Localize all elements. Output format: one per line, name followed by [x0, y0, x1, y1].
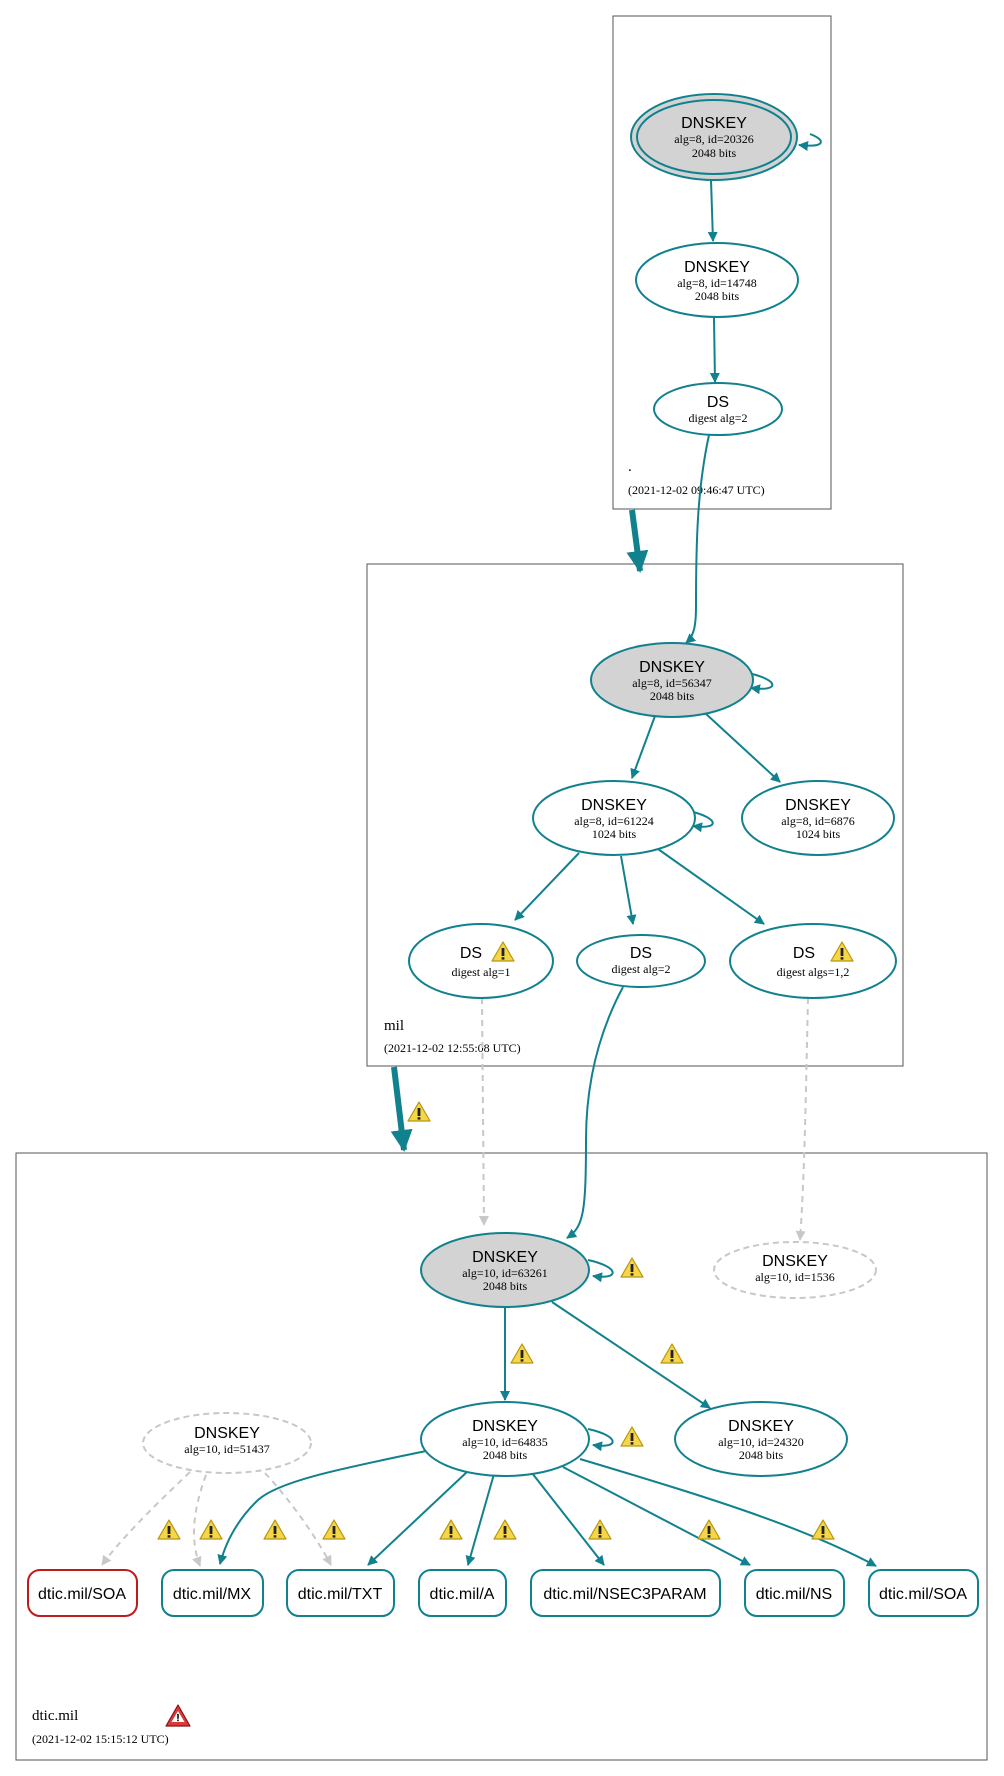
node-dtic-k1536[interactable]: DNSKEY alg=10, id=1536	[713, 1241, 877, 1299]
zone-root-name: .	[628, 459, 632, 475]
record-mx-label: dtic.mil/MX	[173, 1586, 252, 1603]
edge-zsk-mx	[217, 1450, 427, 1565]
node-root-ds-line1: digest alg=2	[688, 411, 747, 425]
edge-dtic-ksk-self	[587, 1259, 614, 1283]
node-root-ksk[interactable]: DNSKEY alg=8, id=20326 2048 bits	[630, 93, 798, 181]
node-dtic-ksk-line2: 2048 bits	[483, 1279, 528, 1293]
node-dtic-k1536-title: DNSKEY	[762, 1253, 828, 1270]
edge-mil-zsk1-self	[688, 810, 714, 833]
node-root-ds[interactable]: DS digest alg=2	[653, 382, 783, 436]
edge-mil-ksk-self	[747, 672, 774, 695]
zone-mil-name: mil	[384, 1018, 404, 1034]
node-dtic-k51437-line1: alg=10, id=51437	[184, 1442, 270, 1456]
node-mil-zsk2-title: DNSKEY	[785, 797, 851, 814]
edge-mil-ksk-zsk1	[630, 715, 656, 779]
record-soa-error[interactable]: dtic.mil/SOA	[27, 1569, 138, 1617]
record-nsec3param-label: dtic.mil/NSEC3PARAM	[543, 1586, 706, 1603]
node-mil-ds3-title: DS	[793, 945, 815, 962]
edge-zsk-a	[465, 1473, 495, 1566]
node-root-ds-title: DS	[707, 394, 729, 411]
zone-dtic-time: (2021-12-02 15:15:12 UTC)	[32, 1732, 169, 1746]
record-ns[interactable]: dtic.mil/NS	[744, 1569, 845, 1617]
node-dtic-k1536-line1: alg=10, id=1536	[755, 1270, 835, 1284]
node-mil-ds3-line1: digest algs=1,2	[777, 965, 850, 979]
node-mil-ksk[interactable]: DNSKEY alg=8, id=56347 2048 bits	[590, 642, 754, 718]
edge-root-ksk-zsk	[707, 179, 718, 242]
node-root-ksk-line2: 2048 bits	[692, 146, 737, 160]
node-mil-zsk2-line1: alg=8, id=6876	[781, 814, 855, 828]
record-soa-error-label: dtic.mil/SOA	[38, 1586, 126, 1603]
node-mil-zsk1-title: DNSKEY	[581, 797, 647, 814]
edge-root-ksk-self	[798, 133, 822, 151]
edge-ds1-dtic-ksk	[478, 997, 489, 1226]
record-soa-label: dtic.mil/SOA	[879, 1586, 967, 1603]
node-dtic-zsk-line1: alg=10, id=64835	[462, 1435, 548, 1449]
node-mil-ds1[interactable]: DS digest alg=1	[408, 923, 554, 999]
edge-root-ds-mil-ksk	[685, 434, 710, 644]
edge-ds2-dtic-ksk	[566, 986, 624, 1239]
edge-zsk-ns	[562, 1466, 751, 1566]
node-dtic-zsk[interactable]: DNSKEY alg=10, id=64835 2048 bits	[420, 1401, 590, 1477]
edge-mil-zsk1-ds1	[514, 852, 580, 921]
node-mil-ds2[interactable]: DS digest alg=2	[576, 934, 706, 988]
node-root-zsk-line1: alg=8, id=14748	[677, 276, 757, 290]
node-mil-ksk-title: DNSKEY	[639, 659, 705, 676]
delegation-root-mil	[626, 509, 649, 573]
node-mil-zsk2[interactable]: DNSKEY alg=8, id=6876 1024 bits	[741, 780, 895, 856]
edge-dtic-zsk-self	[587, 1428, 614, 1452]
node-mil-zsk1[interactable]: DNSKEY alg=8, id=61224 1024 bits	[532, 780, 696, 856]
node-dtic-k24320-line2: 2048 bits	[739, 1448, 784, 1462]
node-mil-zsk2-line2: 1024 bits	[796, 827, 841, 841]
node-mil-ds3[interactable]: DS digest algs=1,2	[729, 923, 897, 999]
record-mx[interactable]: dtic.mil/MX	[161, 1569, 264, 1617]
node-root-zsk-title: DNSKEY	[684, 259, 750, 276]
edge-zsk-nsec3param	[531, 1472, 605, 1566]
record-nsec3param[interactable]: dtic.mil/NSEC3PARAM	[530, 1569, 721, 1617]
record-txt[interactable]: dtic.mil/TXT	[286, 1569, 395, 1617]
node-dtic-ksk-title: DNSKEY	[472, 1249, 538, 1266]
node-mil-ksk-line2: 2048 bits	[650, 689, 695, 703]
node-mil-zsk1-line1: alg=8, id=61224	[574, 814, 654, 828]
node-mil-ds1-line1: digest alg=1	[451, 965, 510, 979]
record-a[interactable]: dtic.mil/A	[418, 1569, 507, 1617]
node-dtic-k51437-title: DNSKEY	[194, 1425, 260, 1442]
node-dtic-k51437[interactable]: DNSKEY alg=10, id=51437	[142, 1412, 312, 1474]
node-mil-ksk-line1: alg=8, id=56347	[632, 676, 712, 690]
node-mil-ds1-title: DS	[460, 945, 482, 962]
node-mil-ds2-line1: digest alg=2	[611, 962, 670, 976]
node-dtic-ksk[interactable]: DNSKEY alg=10, id=63261 2048 bits	[420, 1232, 590, 1308]
edge-root-zsk-ds	[709, 317, 720, 383]
edge-ds3-dtic-k1536	[795, 997, 809, 1241]
edge-mil-zsk1-ds3	[657, 848, 765, 925]
node-dtic-zsk-line2: 2048 bits	[483, 1448, 528, 1462]
zone-dtic-name: dtic.mil	[32, 1708, 78, 1724]
node-root-ksk-title: DNSKEY	[681, 115, 747, 132]
node-root-ksk-line1: alg=8, id=20326	[674, 132, 754, 146]
record-txt-label: dtic.mil/TXT	[298, 1586, 383, 1603]
record-soa[interactable]: dtic.mil/SOA	[868, 1569, 979, 1617]
node-dtic-k24320-line1: alg=10, id=24320	[718, 1435, 804, 1449]
record-ns-label: dtic.mil/NS	[756, 1586, 832, 1603]
node-root-zsk-line2: 2048 bits	[695, 289, 740, 303]
edge-mil-zsk1-ds2	[620, 855, 637, 925]
record-a-label: dtic.mil/A	[430, 1586, 495, 1603]
zone-root-time: (2021-12-02 09:46:47 UTC)	[628, 483, 765, 497]
node-dtic-zsk-title: DNSKEY	[472, 1418, 538, 1435]
edge-k51437-txt	[264, 1472, 332, 1566]
edge-dtic-ksk-k24320	[551, 1301, 711, 1409]
node-mil-zsk1-line2: 1024 bits	[592, 827, 637, 841]
node-dtic-k24320-title: DNSKEY	[728, 1418, 794, 1435]
node-dtic-ksk-line1: alg=10, id=63261	[462, 1266, 548, 1280]
delegation-mil-dtic	[390, 1066, 413, 1152]
edge-mil-ksk-zsk2	[704, 712, 781, 783]
edge-zsk-txt	[367, 1470, 469, 1566]
zone-mil-time: (2021-12-02 12:55:08 UTC)	[384, 1041, 521, 1055]
node-root-zsk[interactable]: DNSKEY alg=8, id=14748 2048 bits	[635, 242, 799, 318]
edge-zsk-soa	[579, 1458, 877, 1567]
node-mil-ds2-title: DS	[630, 945, 652, 962]
node-dtic-k24320[interactable]: DNSKEY alg=10, id=24320 2048 bits	[674, 1401, 848, 1477]
delegation-warning-icon	[407, 1101, 431, 1122]
